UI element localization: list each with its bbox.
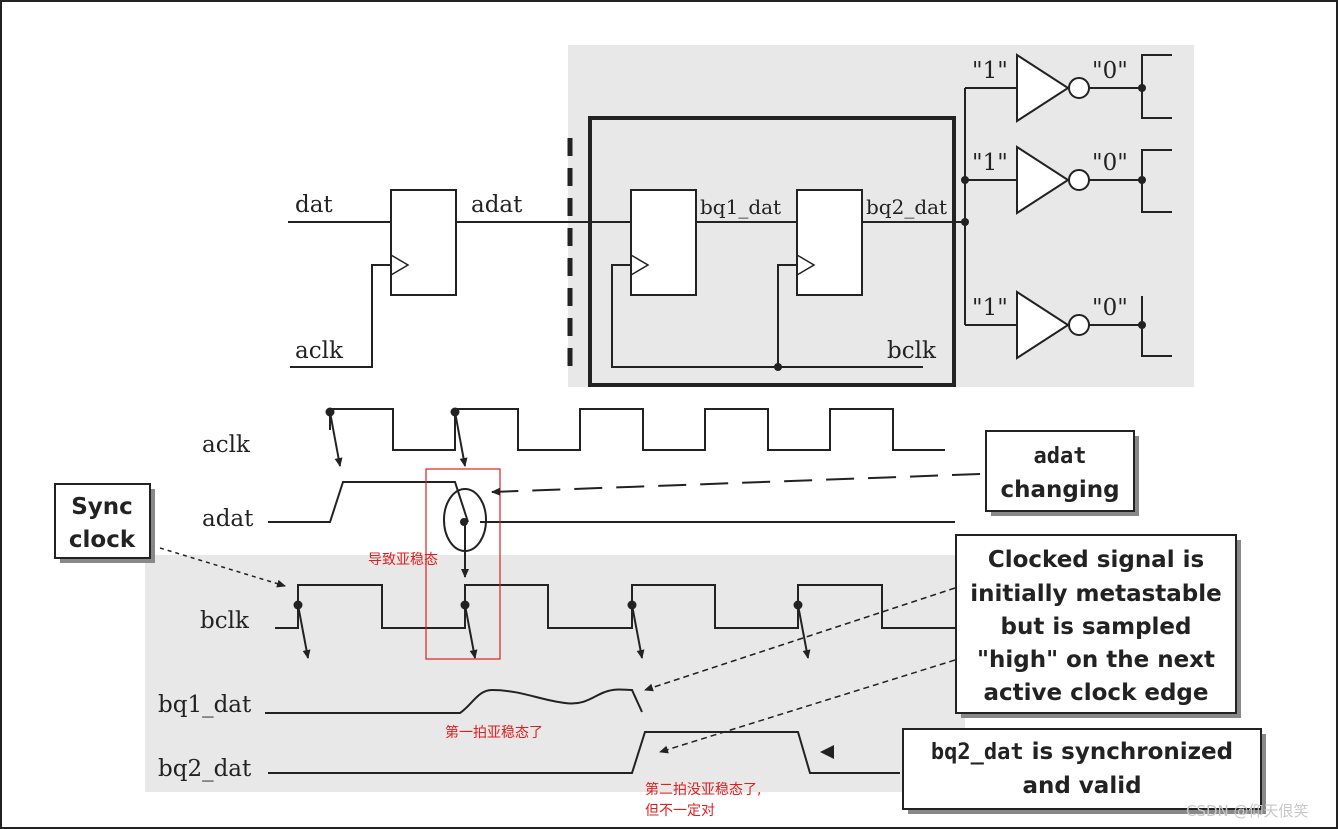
label-output-0-a: "0" — [1092, 58, 1128, 84]
note-second-beat-1: 第二拍没亚稳态了, — [645, 781, 761, 798]
aclk-wire — [290, 264, 391, 368]
bq2-waveform — [268, 731, 900, 774]
wave-label-bq2-dat: bq2_dat — [158, 756, 252, 782]
clocked-signal-pointer-2 — [659, 659, 956, 754]
label-input-1-b: "1" — [972, 150, 1008, 176]
junction-dot — [961, 218, 969, 226]
adat-changing-line2: changing — [1000, 477, 1119, 503]
clocked-signal-line5: active clock edge — [983, 680, 1208, 706]
inverter-3 — [965, 290, 1172, 360]
wave-label-adat: adat — [202, 506, 254, 532]
wave-label-bq1-dat: bq1_dat — [158, 692, 252, 718]
label-input-1-a: "1" — [972, 58, 1008, 84]
bq2-sync-callout: bq2_dat is synchronized and valid — [902, 728, 1266, 814]
wave-label-aclk: aclk — [202, 432, 251, 458]
label-bq2-dat: bq2_dat — [866, 195, 947, 219]
label-dat: dat — [295, 192, 333, 218]
label-input-1-c: "1" — [972, 295, 1008, 321]
label-bq1-dat: bq1_dat — [700, 195, 781, 219]
sample-dot — [460, 518, 468, 526]
junction-dot — [774, 363, 782, 371]
bq2-sync-rest: is synchronized — [1024, 739, 1234, 765]
label-bclk: bclk — [887, 338, 937, 364]
inverter-1 — [965, 53, 1172, 123]
bq2-sync-pointer — [820, 745, 834, 759]
bclk-wire — [611, 264, 923, 368]
aclk-waveform — [329, 408, 945, 451]
clocked-signal-line1: Clocked signal is — [988, 547, 1204, 573]
label-aclk: aclk — [295, 338, 344, 364]
bclk-domain-panel — [145, 555, 965, 792]
aclk-edge-arrows — [325, 407, 468, 467]
clocked-signal-line2: initially metastable — [970, 581, 1222, 607]
clocked-signal-line3: but is sampled — [1000, 614, 1191, 640]
adat-changing-pointer — [491, 473, 981, 496]
bq2-sync-line2: and valid — [1022, 773, 1141, 799]
clocked-signal-pointer-1 — [644, 587, 956, 692]
bq2-sync-mono: bq2_dat — [931, 740, 1024, 765]
adat-waveform-high — [268, 481, 469, 523]
synchronizer-block — [588, 116, 956, 387]
label-output-0-c: "0" — [1092, 295, 1128, 321]
wave-label-bclk: bclk — [200, 608, 250, 634]
note-first-beat: 第一拍亚稳态了 — [445, 724, 543, 741]
bclk-waveform — [275, 584, 955, 629]
bq1-waveform — [265, 688, 643, 714]
bclk-edge-arrows — [293, 525, 811, 659]
label-adat: adat — [471, 192, 523, 218]
adat-changing-line1: adat — [1034, 444, 1087, 469]
sync-flip-flop-1 — [630, 189, 697, 296]
adat-changing-callout: adat changing — [985, 430, 1139, 516]
label-output-0-b: "0" — [1092, 150, 1128, 176]
source-flip-flop — [390, 189, 457, 296]
bclk-branch-wire — [777, 264, 797, 367]
clocked-signal-line4: "high" on the next — [977, 647, 1215, 673]
metastable-highlight — [425, 468, 501, 660]
sync-clock-callout: Sync clock — [54, 483, 155, 563]
sync-clock-line1: Sync — [71, 494, 133, 520]
sync-flip-flop-2 — [796, 189, 863, 296]
sync-clock-line2: clock — [69, 527, 136, 553]
sync-clock-pointer — [159, 547, 286, 588]
watermark: CSDN @仰天佷笑 — [1186, 802, 1309, 820]
inverter-2 — [965, 145, 1172, 215]
note-metastable: 导致亚稳态 — [368, 552, 438, 568]
bq2-sync-line1: bq2_dat is synchronized — [931, 739, 1233, 765]
clocked-signal-callout: Clocked signal is initially metastable b… — [955, 534, 1241, 718]
note-second-beat-2: 但不一定对 — [645, 803, 715, 819]
